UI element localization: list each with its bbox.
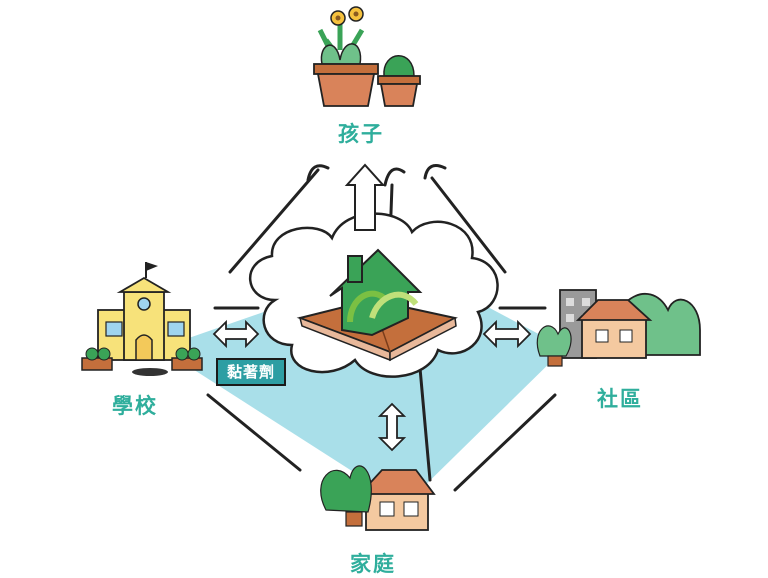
cactus-pot-icon [377, 55, 421, 107]
line-cloud-home [418, 366, 432, 482]
line-school-home [206, 393, 302, 472]
line-school-child [228, 168, 320, 274]
glue-tag: 黏著劑 [216, 358, 286, 386]
hook-right [423, 164, 447, 180]
family-house-icon [320, 465, 436, 531]
city-houses-icon [536, 289, 701, 367]
school-building-icon [81, 262, 203, 376]
school-label: 學校 [112, 394, 158, 418]
green-house-book-icon [329, 248, 423, 337]
line-community-home [453, 393, 557, 492]
flower-pot-icon [313, 6, 379, 107]
hook-left [306, 164, 330, 182]
double-arrow-right [482, 319, 532, 349]
home-label: 家庭 [350, 552, 396, 576]
hook-mid [383, 167, 406, 187]
arrow-up-icon [344, 163, 386, 231]
double-arrow-left [212, 319, 260, 349]
line-community-child [430, 176, 507, 274]
child-label: 孩子 [338, 122, 384, 146]
community-label: 社區 [597, 387, 643, 411]
double-arrow-down [377, 402, 407, 452]
